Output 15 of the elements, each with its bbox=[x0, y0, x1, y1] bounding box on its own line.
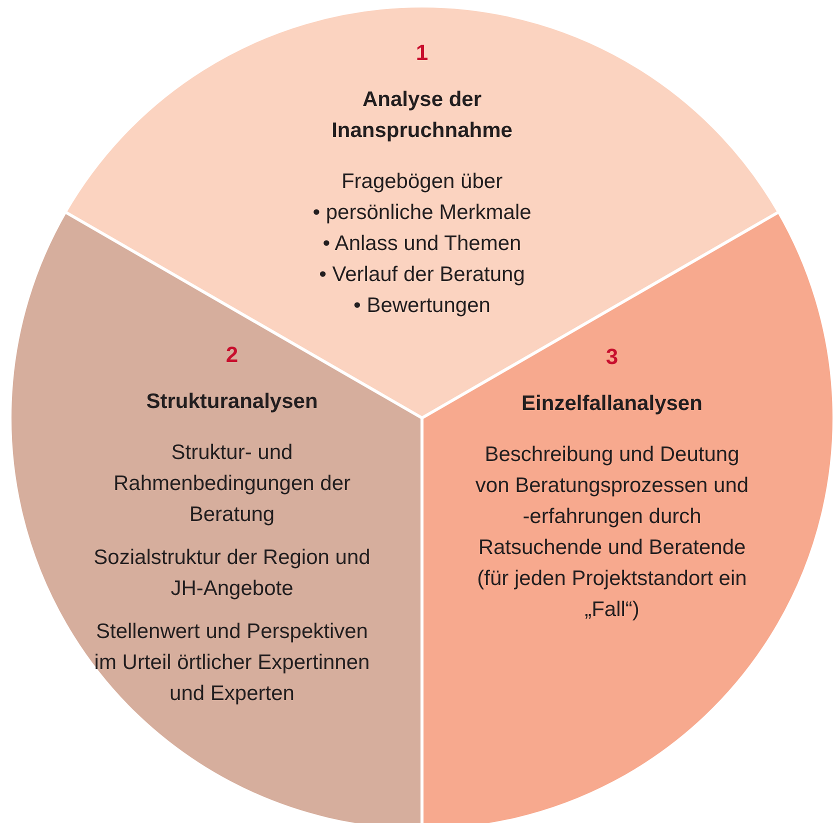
section-heading: Einzelfallanalysen bbox=[520, 391, 704, 417]
body-text: Sozialstruktur der Region und JH-Angebote bbox=[92, 545, 372, 602]
section-heading: Analyse der Inanspruchnahme bbox=[330, 87, 514, 144]
body-text: • Bewertungen bbox=[354, 293, 490, 319]
section-number: 3 bbox=[606, 343, 618, 371]
body-text: • persönliche Merkmale bbox=[312, 200, 532, 226]
body-text: • Verlauf der Beratung bbox=[319, 262, 525, 288]
body-text: Stellenwert und Perspektiven im Urteil örtlicher Expertinnen und Experten bbox=[93, 619, 371, 707]
body-text: Fragebögen über bbox=[341, 169, 503, 195]
body-text: Struktur- und Rahmenbedingungen der Beratung bbox=[112, 440, 352, 528]
body-text: • Anlass und Themen bbox=[322, 231, 522, 257]
section-heading: Strukturanalysen bbox=[145, 389, 319, 415]
section-number: 1 bbox=[416, 39, 428, 67]
section-number: 2 bbox=[226, 341, 238, 369]
body-text: Beschreibung und Deutung von Beratungsprozessen und -erfahrungen durch Ratsuchende und Beratende (für jeden Projektstandort ein „Fall“) bbox=[474, 442, 750, 623]
